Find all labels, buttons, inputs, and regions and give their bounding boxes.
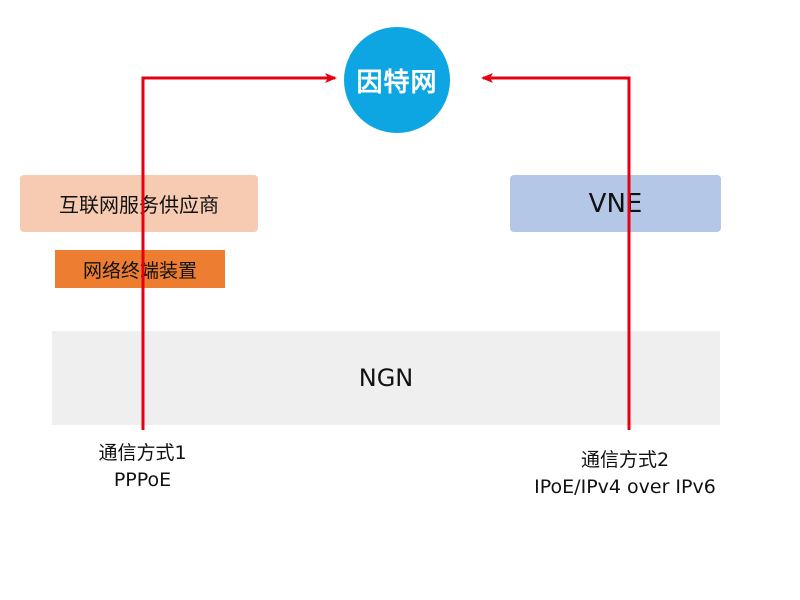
method1-protocol: PPPoE: [113, 469, 172, 491]
method1-title: 通信方式1: [98, 442, 187, 464]
ngn-box: NGN: [52, 331, 720, 425]
internet-node: 因特网: [344, 27, 450, 133]
method1-label: 通信方式1 PPPoE: [60, 440, 225, 494]
method2-title: 通信方式2: [580, 449, 670, 471]
method2-label: 通信方式2 IPoE/IPv4 over IPv6: [490, 447, 760, 501]
isp-box: 互联网服务供应商: [20, 175, 258, 232]
vne-box: VNE: [510, 175, 721, 232]
method2-protocol: IPoE/IPv4 over IPv6: [534, 476, 716, 498]
network-terminal-box: 网络终端装置: [55, 250, 225, 288]
